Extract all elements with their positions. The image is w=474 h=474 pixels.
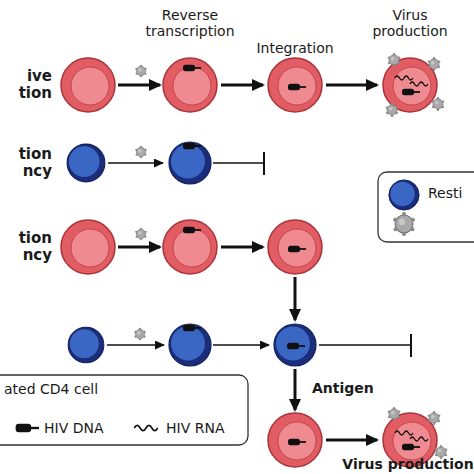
step-arrow <box>221 246 263 249</box>
virus-particle <box>428 57 441 71</box>
resting-cell <box>274 324 316 366</box>
block-bar <box>263 152 265 175</box>
virus-particle <box>134 328 146 341</box>
virus-particle <box>135 146 147 159</box>
legend-text: Resti <box>428 185 474 201</box>
virus-particle <box>386 103 399 117</box>
step-arrow <box>326 439 377 442</box>
activation-arrow <box>294 369 297 410</box>
hiv-dna <box>287 343 305 349</box>
legend-sample <box>393 212 415 236</box>
hiv-dna <box>288 84 306 90</box>
hiv-dna <box>183 325 201 331</box>
step-arrow <box>118 246 160 249</box>
return-arrow <box>294 277 297 320</box>
legend-sample <box>389 180 419 210</box>
legend-text: HIV DNA <box>44 420 134 436</box>
hiv-dna <box>183 227 201 233</box>
virus-particle <box>135 65 147 78</box>
step-arrow <box>108 162 163 164</box>
column-heading: Virus production <box>364 7 456 39</box>
hiv-dna <box>288 246 306 252</box>
block-bar <box>410 334 412 357</box>
resting-cell <box>67 144 105 182</box>
hiv-dna <box>402 89 420 95</box>
virus-particle <box>432 97 445 111</box>
activated-cell <box>61 58 115 112</box>
activated-cell <box>268 58 322 112</box>
hiv-dna <box>402 444 420 450</box>
hiv-rna <box>410 437 428 441</box>
activated-cell <box>163 220 217 274</box>
hiv-rna <box>395 76 413 80</box>
block-arrow <box>213 162 263 164</box>
column-heading: Reverse transcription <box>135 7 245 39</box>
resting-cell <box>169 324 211 366</box>
virus-particle <box>428 411 441 425</box>
virus-particle <box>388 407 401 421</box>
hiv-dna <box>183 143 201 149</box>
step-arrow <box>118 84 160 87</box>
step-arrow <box>221 84 263 87</box>
hiv-dna <box>183 65 201 71</box>
activated-cell <box>61 220 115 274</box>
step-arrow <box>213 344 269 346</box>
resting-cell <box>169 142 211 184</box>
virus-particle <box>388 53 401 67</box>
activated-cell <box>268 413 322 467</box>
legend-text: HIV RNA <box>166 420 256 436</box>
legend-sample <box>134 425 157 430</box>
resting-cell <box>68 327 104 363</box>
row-label: ive tion <box>8 68 52 103</box>
step-arrow <box>107 344 164 346</box>
hiv-rna <box>395 431 413 435</box>
row-label: tion ncy <box>8 230 52 265</box>
hiv-rna <box>410 82 428 86</box>
virus-particle <box>135 228 147 241</box>
hiv-dna <box>288 439 306 445</box>
activated-cell <box>163 58 217 112</box>
legend-text: ated CD4 cell <box>4 381 184 397</box>
activated-cell <box>268 220 322 274</box>
block-arrow <box>319 344 410 346</box>
step-arrow <box>326 84 377 87</box>
step-label: Antigen <box>312 380 392 396</box>
legend-sample <box>16 424 39 432</box>
row-label: tion ncy <box>8 146 52 181</box>
column-heading: Integration <box>240 40 350 56</box>
step-label: Virus production <box>338 456 474 472</box>
legend-box <box>378 172 474 242</box>
